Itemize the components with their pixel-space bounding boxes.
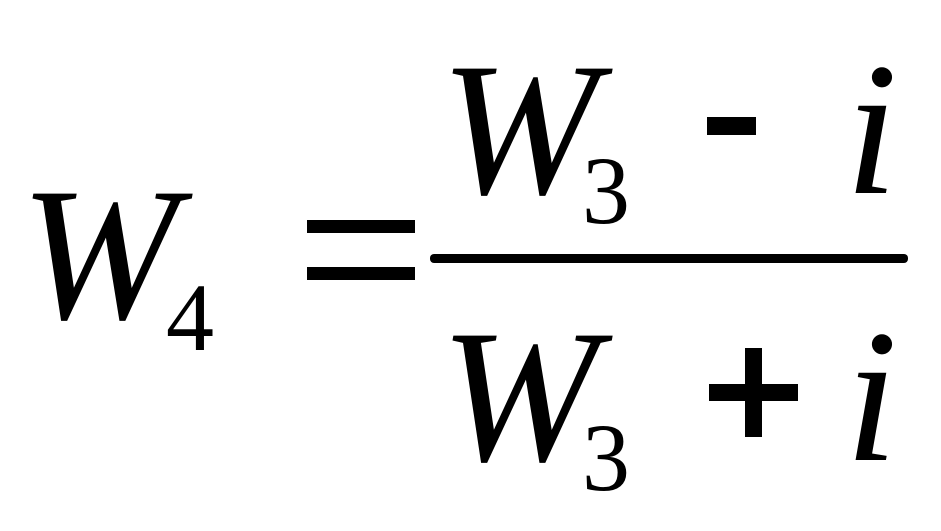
plus-vertical-stroke <box>745 348 762 437</box>
denominator-term: i <box>845 292 898 502</box>
denominator-subscript: 3 <box>582 404 630 511</box>
numerator-minus-sign <box>707 117 756 135</box>
equals-bar-top <box>307 220 415 233</box>
lhs-variable: W <box>20 150 179 360</box>
fraction-bar <box>430 254 908 263</box>
numerator-subscript: 3 <box>582 137 630 244</box>
numerator-variable: W <box>440 25 599 235</box>
denominator-variable: W <box>440 292 599 502</box>
equals-bar-bottom <box>307 267 415 280</box>
numerator-term: i <box>845 25 898 235</box>
lhs-subscript: 4 <box>166 264 214 371</box>
